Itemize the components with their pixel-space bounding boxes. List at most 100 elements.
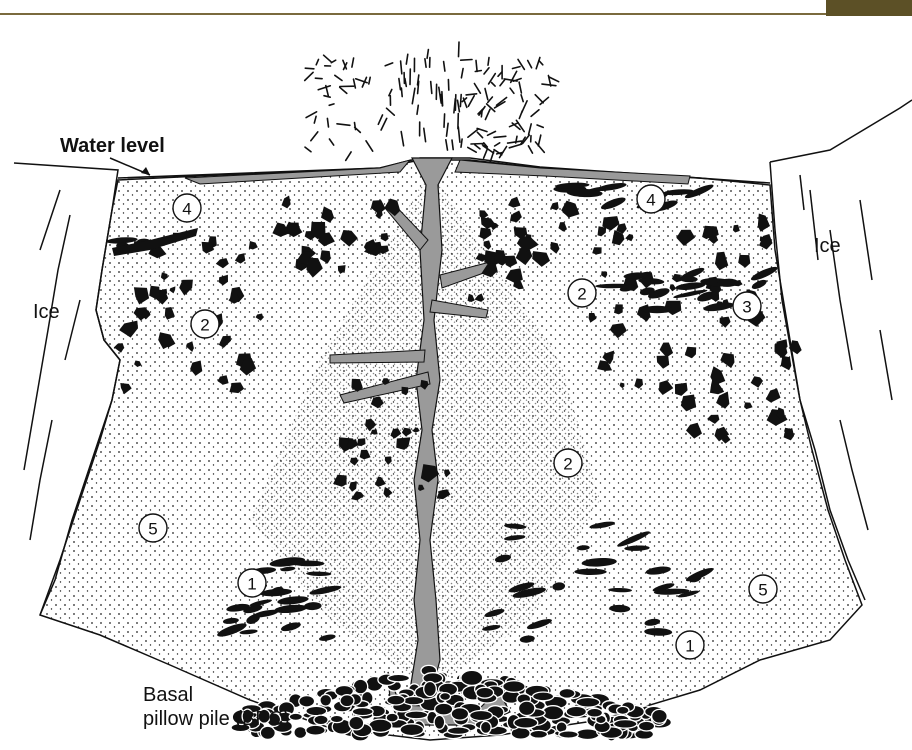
plume-stroke [483, 146, 494, 153]
plume-stroke [452, 140, 453, 150]
plume-stroke [458, 100, 460, 111]
pillow [320, 695, 332, 707]
svg-text:2: 2 [200, 316, 209, 335]
plume-stroke [305, 68, 314, 69]
plume-stroke [458, 127, 460, 142]
plume-stroke [389, 90, 392, 96]
plume-stroke [519, 82, 521, 93]
plume-stroke [366, 141, 373, 151]
pillow [403, 697, 423, 705]
plume-stroke [468, 96, 474, 107]
plume-stroke [488, 131, 496, 135]
plume-stroke [528, 146, 532, 153]
plume-stroke [306, 112, 317, 118]
plume-stroke [418, 81, 419, 93]
pillow [652, 709, 668, 723]
pillow [447, 727, 469, 734]
unit-marker: 5 [139, 514, 167, 542]
plume-stroke [485, 109, 490, 119]
plume-stroke [305, 72, 313, 80]
pillow [638, 721, 654, 731]
plume-stroke [461, 139, 462, 147]
plume-stroke [346, 152, 351, 161]
plume-stroke [442, 92, 443, 106]
plume-stroke [528, 61, 532, 68]
volcanic-edifice [40, 160, 862, 740]
plume-stroke [510, 88, 514, 93]
pillow [386, 713, 398, 722]
plume-stroke [475, 71, 481, 72]
plume-stroke [444, 114, 445, 127]
plume-stroke [401, 61, 402, 74]
plume-stroke [447, 123, 449, 136]
pillow [306, 706, 327, 715]
pillow [434, 715, 445, 729]
plume-stroke [406, 54, 408, 64]
plume-stroke [484, 149, 488, 158]
plume-stroke [335, 75, 342, 80]
unit-marker: 1 [676, 631, 704, 659]
plume-stroke [387, 108, 395, 115]
unit-marker: 2 [554, 449, 582, 477]
pillow [306, 725, 325, 735]
plume-stroke [471, 144, 484, 145]
pillow [470, 711, 493, 721]
plume-stroke [492, 83, 496, 87]
pillow [530, 730, 548, 738]
svg-text:3: 3 [742, 298, 751, 317]
plume-stroke [521, 95, 523, 102]
plume-stroke [549, 77, 559, 82]
plume-stroke [494, 136, 506, 137]
pillow [617, 706, 629, 714]
plume-stroke [500, 79, 505, 86]
plume-stroke [324, 55, 332, 62]
plume-stroke [378, 115, 382, 124]
plume-stroke [484, 68, 489, 74]
plume-stroke [311, 132, 318, 141]
plume-stroke [381, 118, 387, 130]
svg-text:4: 4 [646, 191, 655, 210]
pillow [559, 689, 575, 699]
plume-stroke [405, 79, 406, 87]
plume-stroke [412, 88, 415, 103]
pillow [503, 681, 525, 693]
plume-stroke [316, 59, 318, 64]
plume-stroke [461, 60, 472, 61]
pillow [481, 721, 492, 733]
plume-stroke [509, 144, 521, 148]
pillow [299, 696, 315, 707]
plume-stroke [329, 104, 334, 105]
plume-stroke [529, 124, 532, 134]
plume-stroke [315, 78, 322, 79]
plume-stroke [324, 96, 330, 98]
pillow [461, 670, 483, 685]
plume-stroke [508, 141, 522, 143]
unit-marker: 1 [238, 569, 266, 597]
plume-stroke [542, 84, 556, 86]
pillow [435, 703, 453, 715]
svg-text:2: 2 [563, 455, 572, 474]
pillow [587, 708, 603, 717]
plume-stroke [513, 67, 521, 69]
plume-stroke [488, 58, 489, 66]
svg-text:5: 5 [148, 520, 157, 539]
plume-stroke [475, 145, 480, 149]
plume-stroke [401, 132, 403, 146]
lens [574, 569, 606, 575]
unit-marker: 4 [173, 194, 201, 222]
pillow [614, 720, 637, 729]
plume-stroke [417, 105, 418, 114]
plume-stroke [460, 95, 461, 107]
plume-stroke [340, 87, 347, 93]
pillow-pile-label: pillow pile (BPC) [143, 708, 290, 730]
eruption-plume [305, 42, 559, 162]
plume-stroke [444, 62, 445, 72]
pillow [289, 713, 302, 720]
plume-stroke [369, 77, 370, 84]
plume-stroke [424, 128, 426, 141]
plume-stroke [468, 147, 476, 152]
ice-left-label: Ice [33, 301, 60, 323]
plume-stroke [539, 61, 543, 65]
svg-text:1: 1 [685, 637, 694, 656]
pillow [349, 716, 364, 730]
